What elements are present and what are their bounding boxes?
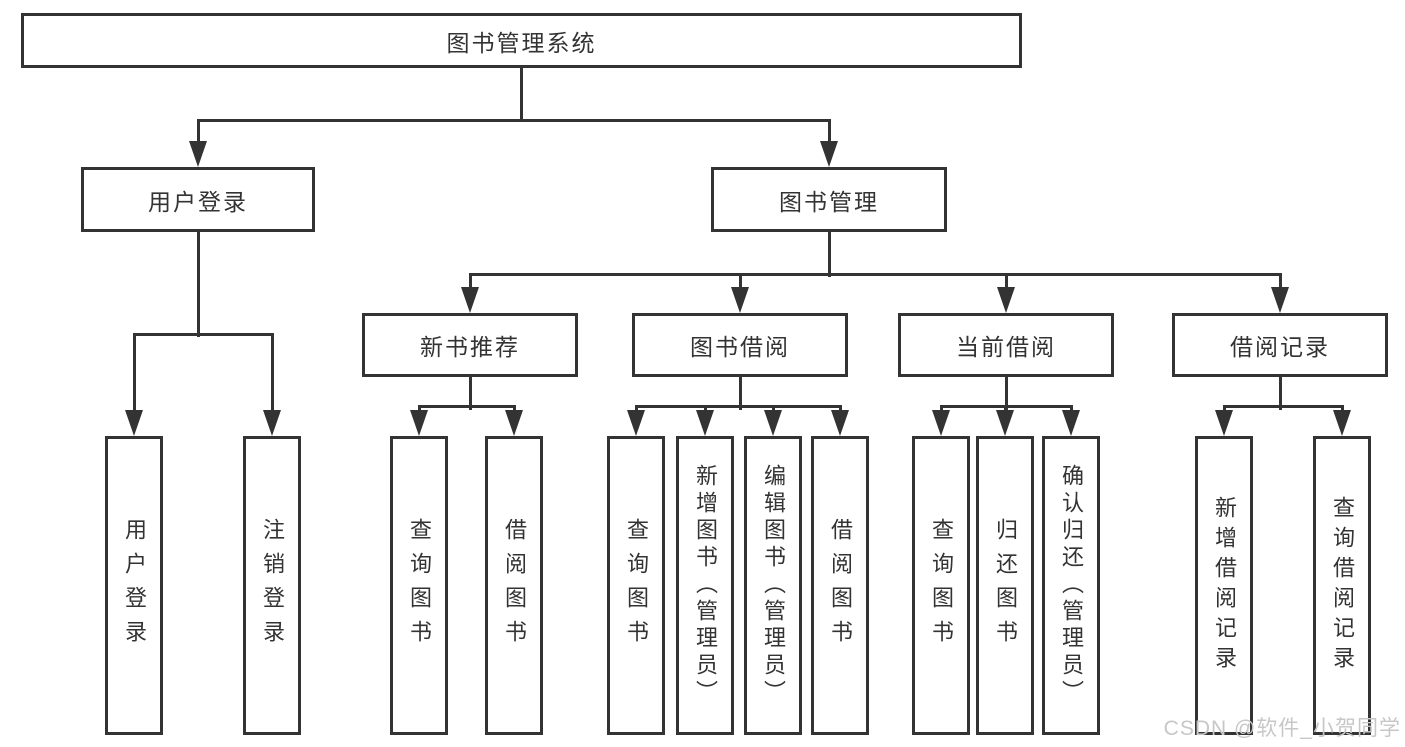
leaf-borrow-books-2: 借阅图书 <box>811 436 869 735</box>
connector-line <box>196 122 200 143</box>
arrow-down-icon <box>1271 287 1289 313</box>
leaf-add-borrow-record: 新增借阅记录 <box>1195 436 1253 735</box>
connector-line <box>1004 276 1008 289</box>
connector-line <box>1004 377 1008 410</box>
arrow-down-icon <box>410 410 428 436</box>
connector-line <box>939 404 1073 408</box>
arrow-down-icon <box>932 410 950 436</box>
connector-line <box>1222 404 1344 408</box>
node-user-login: 用户登录 <box>81 167 315 232</box>
leaf-user-login: 用户登录 <box>105 436 163 735</box>
connector-line <box>519 68 523 122</box>
arrow-down-icon <box>1215 410 1233 436</box>
connector-line <box>738 377 742 410</box>
leaf-query-books: 查询图书 <box>390 436 448 735</box>
node-book-management: 图书管理 <box>711 167 947 232</box>
leaf-query-books-2: 查询图书 <box>607 436 665 735</box>
arrow-down-icon <box>997 287 1015 313</box>
arrow-down-icon <box>764 410 782 436</box>
arrow-down-icon <box>125 410 143 436</box>
arrow-down-icon <box>627 410 645 436</box>
leaf-logout: 注销登录 <box>243 436 301 735</box>
arrow-down-icon <box>820 141 838 167</box>
connector-line <box>634 404 842 408</box>
arrow-down-icon <box>996 410 1014 436</box>
arrow-down-icon <box>263 410 281 436</box>
leaf-add-books-admin: 新增图书（管理员） <box>676 436 734 735</box>
node-current-borrowing: 当前借阅 <box>898 313 1114 377</box>
leaf-borrow-books: 借阅图书 <box>485 436 543 735</box>
leaf-return-books: 归还图书 <box>976 436 1034 735</box>
connector-line <box>468 272 1282 276</box>
arrow-down-icon <box>505 410 523 436</box>
connector-line <box>196 118 831 122</box>
csdn-watermark: CSDN @软件_小贺同学 <box>1163 717 1401 740</box>
leaf-query-borrow-record: 查询借阅记录 <box>1313 436 1371 735</box>
connector-line <box>468 377 472 410</box>
arrow-down-icon <box>189 141 207 167</box>
connector-line <box>738 276 742 289</box>
connector-line <box>196 232 200 337</box>
connector-line <box>132 332 274 336</box>
connector-line <box>827 122 831 143</box>
arrow-down-icon <box>831 410 849 436</box>
leaf-confirm-return-admin: 确认归还（管理员） <box>1042 436 1100 735</box>
connector-line <box>132 336 136 412</box>
arrow-down-icon <box>1062 410 1080 436</box>
node-book-borrowing: 图书借阅 <box>632 313 848 377</box>
node-borrowing-records: 借阅记录 <box>1172 313 1388 377</box>
connector-line <box>1278 377 1282 410</box>
node-library-management-system: 图书管理系统 <box>21 13 1022 68</box>
leaf-query-books-3: 查询图书 <box>912 436 970 735</box>
connector-line <box>270 336 274 412</box>
connector-line <box>827 232 831 277</box>
leaf-edit-books-admin: 编辑图书（管理员） <box>744 436 802 735</box>
connector-line <box>1278 276 1282 289</box>
node-new-book-recommend: 新书推荐 <box>362 313 578 377</box>
arrow-down-icon <box>461 287 479 313</box>
connector-line <box>468 276 472 289</box>
arrow-down-icon <box>1333 410 1351 436</box>
arrow-down-icon <box>731 287 749 313</box>
arrow-down-icon <box>696 410 714 436</box>
connector-line <box>417 404 516 408</box>
